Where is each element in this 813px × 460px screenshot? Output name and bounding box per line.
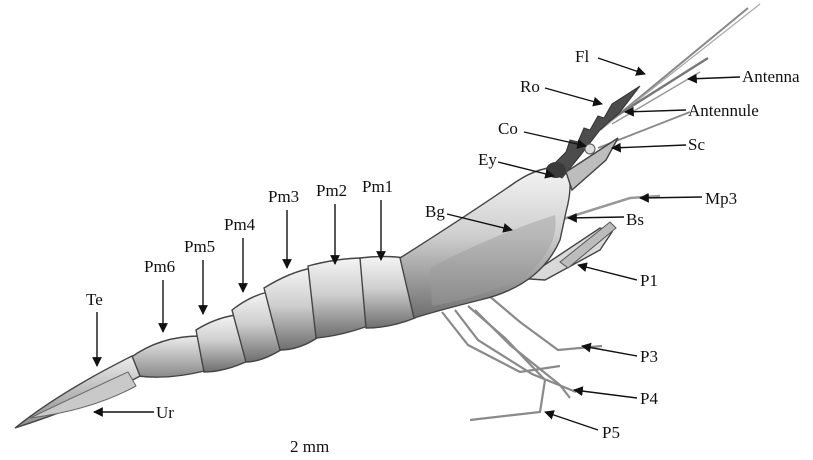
- label-pm3: Pm3: [268, 187, 299, 206]
- label-p1: P1: [640, 271, 658, 290]
- label-bg: Bg: [425, 202, 445, 221]
- label-ey: Ey: [478, 150, 497, 169]
- label-ro: Ro: [520, 77, 540, 96]
- label-pm5: Pm5: [184, 237, 215, 256]
- tail-fan: [15, 356, 140, 428]
- label-mp3: Mp3: [705, 189, 737, 208]
- label-p3: P3: [640, 347, 658, 366]
- scale-bar-label: 2 mm: [290, 437, 329, 456]
- label-pm4: Pm4: [224, 215, 256, 234]
- label-pm1: Pm1: [362, 177, 393, 196]
- label-antenna: Antenna: [742, 67, 800, 86]
- label-co: Co: [498, 119, 518, 138]
- label-te: Te: [86, 290, 103, 309]
- third-maxilliped: [560, 196, 660, 220]
- antennae: [598, 4, 760, 148]
- label-bs: Bs: [626, 210, 644, 229]
- label-pm6: Pm6: [144, 257, 175, 276]
- label-antennule: Antennule: [688, 101, 759, 120]
- label-pm2: Pm2: [316, 181, 347, 200]
- label-sc: Sc: [688, 135, 705, 154]
- label-p4: P4: [640, 389, 658, 408]
- label-p5: P5: [602, 423, 620, 442]
- walking-legs: [442, 295, 602, 420]
- label-ur: Ur: [156, 403, 174, 422]
- label-fl: Fl: [575, 47, 589, 66]
